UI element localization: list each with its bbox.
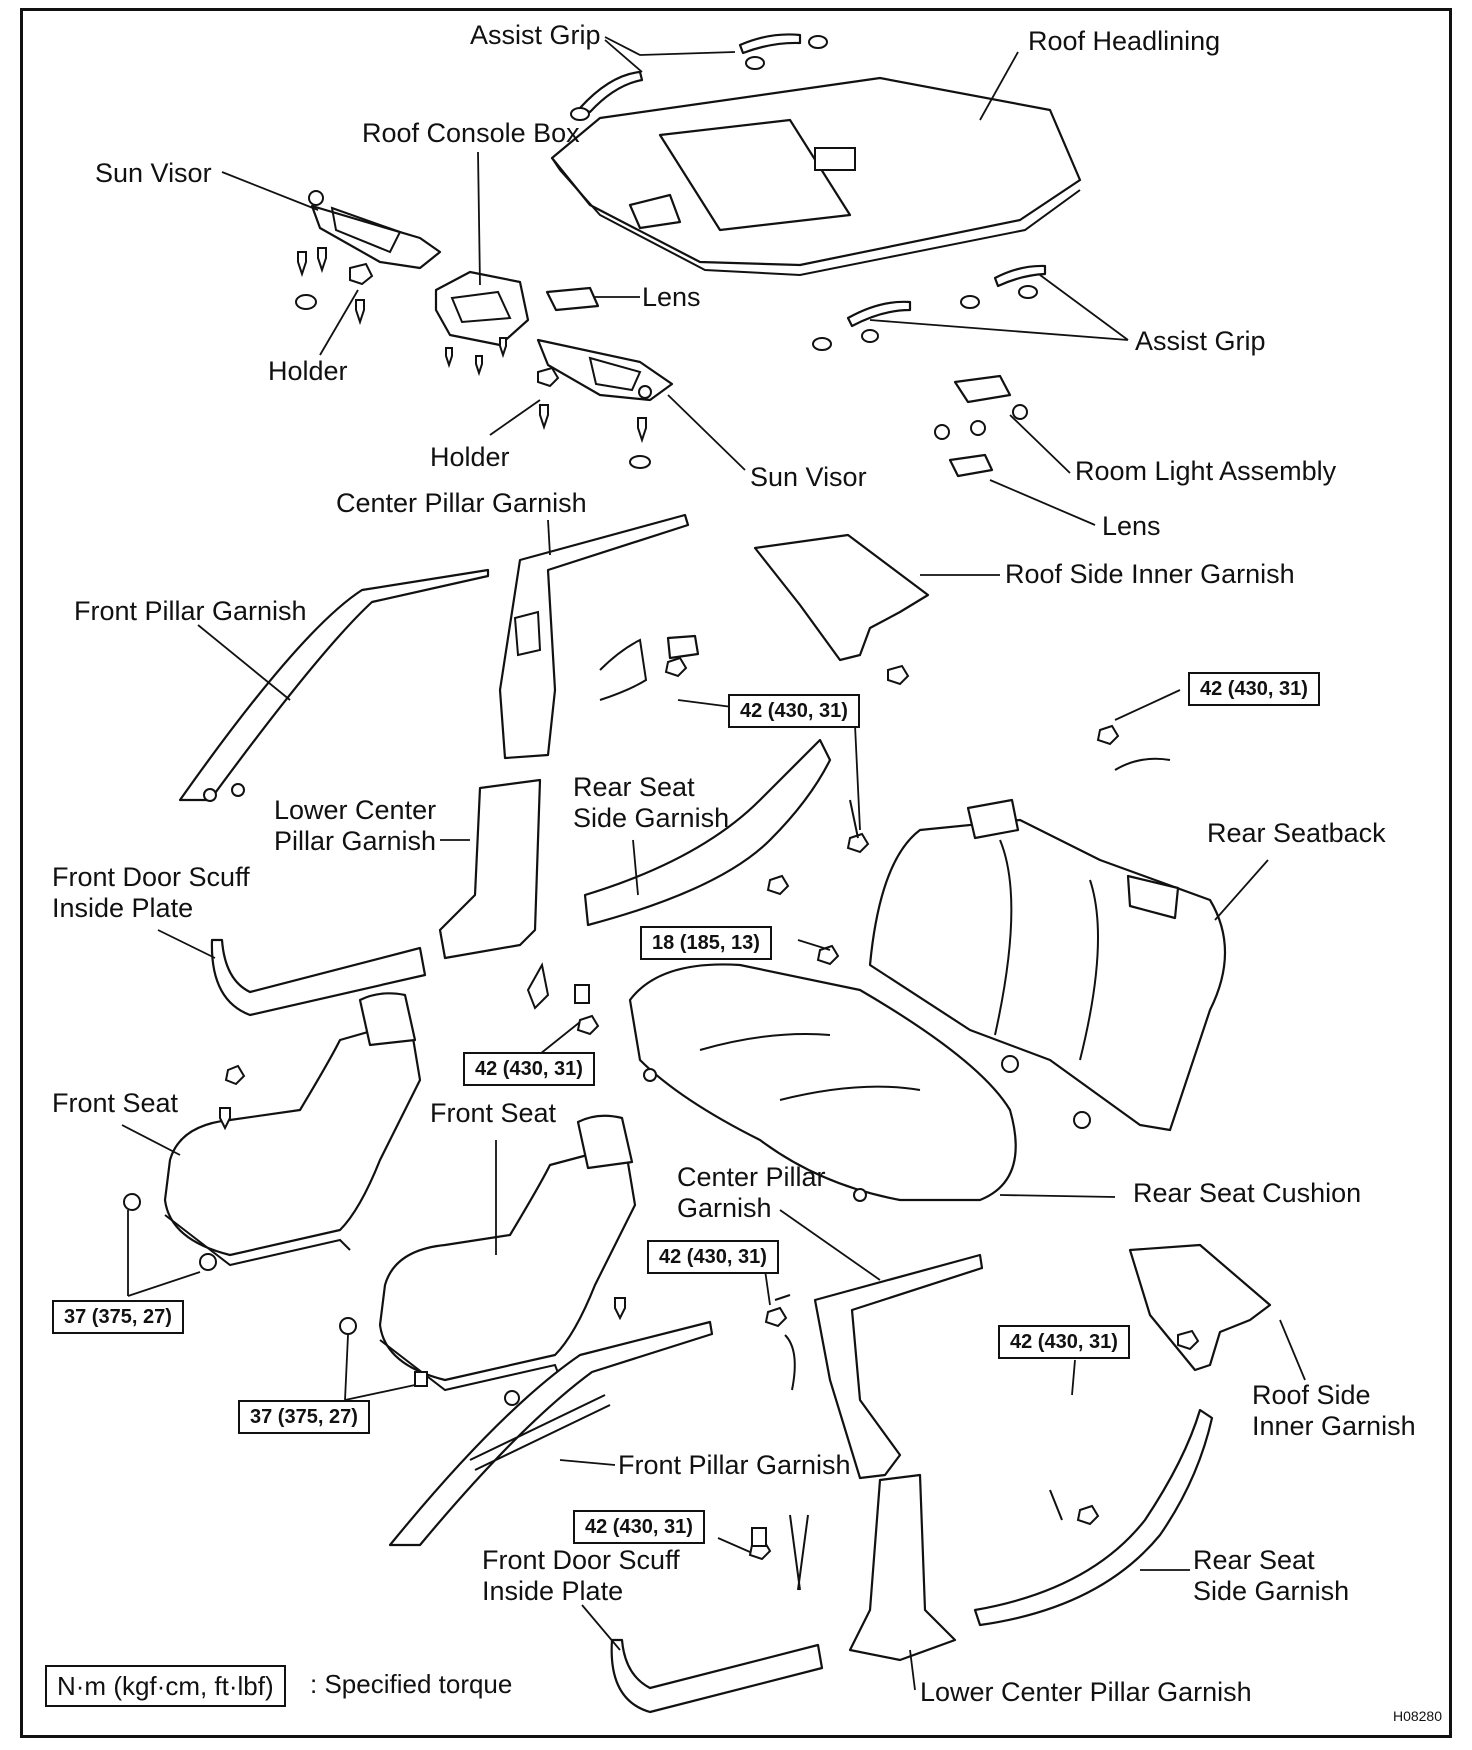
lower-center-pillar-garnish-top-part [438,778,600,1036]
label-rear-seat-cushion: Rear Seat Cushion [1133,1178,1362,1208]
front-door-scuff-bottom-part [610,1638,824,1714]
torque-box: 42 (430, 31) [728,694,860,728]
label-front-seat-left: Front Seat [52,1088,179,1118]
lower-center-pillar-garnish-bottom-part [748,1473,957,1662]
torque-box: 18 (185, 13) [640,926,772,960]
rear-seat-side-garnish-top-part [583,738,832,927]
label-roof-headlining: Roof Headlining [1028,26,1221,56]
label-front-pillar-garnish-bottom: Front Pillar Garnish [618,1450,851,1480]
label-lens-right: Lens [1102,511,1161,541]
torque-box: 42 (430, 31) [463,1052,595,1086]
label-roof-side-inner-garnish-bottom: Roof Side Inner Garnish [1252,1380,1416,1441]
label-assist-grip-right: Assist Grip [1135,326,1266,356]
roof-side-inner-garnish-bottom-part [1128,1243,1272,1372]
torque-box: 42 (430, 31) [647,1240,779,1274]
label-rear-seat-side-garnish-top: Rear Seat Side Garnish [573,772,730,833]
label-front-seat-center: Front Seat [430,1098,557,1128]
label-front-door-scuff-bottom: Front Door Scuff Inside Plate [482,1545,680,1606]
front-door-scuff-top-part [210,938,427,1017]
label-sun-visor-center: Sun Visor [750,462,867,492]
front-seat-left-part [123,992,422,1271]
sun-visor-center-part [536,338,674,469]
label-rear-seatback: Rear Seatback [1207,818,1386,848]
front-pillar-garnish-bottom-part [388,1320,714,1547]
screws-console [445,337,507,377]
diagram-frame [20,8,1452,1738]
label-rear-seat-side-garnish-bottom: Rear Seat Side Garnish [1193,1545,1350,1606]
torque-box: 42 (430, 31) [1188,672,1320,706]
roof-headlining-part [550,76,1082,277]
rear-seatback-part [868,798,1226,1132]
label-roof-console-box: Roof Console Box [362,118,580,148]
room-light-assembly-part [934,374,1028,478]
label-front-door-scuff-top: Front Door Scuff Inside Plate [52,862,250,923]
torque-box: 37 (375, 27) [238,1400,370,1434]
legend-unit-box: N·m (kgf·cm, ft·lbf) [45,1665,286,1707]
roof-console-box-part [434,270,600,347]
label-roof-side-inner-garnish-top: Roof Side Inner Garnish [1005,559,1295,589]
label-center-pillar-garnish-top: Center Pillar Garnish [336,488,587,518]
label-sun-visor-left: Sun Visor [95,158,212,188]
label-holder-center: Holder [430,442,510,472]
label-lower-center-pillar-garnish-bottom: Lower Center Pillar Garnish [920,1677,1252,1707]
center-pillar-garnish-top-part [498,513,690,760]
legend-text: : Specified torque [310,1669,513,1699]
torque-box: 42 (430, 31) [573,1510,705,1544]
torque-box: 42 (430, 31) [998,1325,1130,1359]
front-pillar-garnish-top-part [178,568,490,802]
leader-lines [121,36,1306,1691]
rear-seat-cushion-part [628,963,1091,1202]
assist-grip-top-part [570,33,828,121]
center-pillar-garnish-bottom-part [764,1253,984,1480]
torque-box: 37 (375, 27) [52,1300,184,1334]
label-lens-top: Lens [642,282,701,312]
drawing-code: H08280 [1392,1708,1442,1724]
label-assist-grip-top: Assist Grip [470,20,601,50]
seatbelt-anchors [599,634,1171,966]
roof-side-inner-garnish-top-part [753,533,930,686]
label-center-pillar-garnish-bottom: Center Pillar Garnish [677,1162,826,1223]
rear-seat-side-garnish-bottom-part [973,1408,1214,1627]
assist-grip-right-part [812,264,1047,351]
label-room-light-assembly: Room Light Assembly [1075,456,1337,486]
label-lower-center-pillar-garnish-top: Lower Center Pillar Garnish [274,795,437,856]
sun-visor-left-part [308,190,442,270]
label-holder-left: Holder [268,356,348,386]
screws-left [295,247,374,326]
label-front-pillar-garnish-top: Front Pillar Garnish [74,596,307,626]
